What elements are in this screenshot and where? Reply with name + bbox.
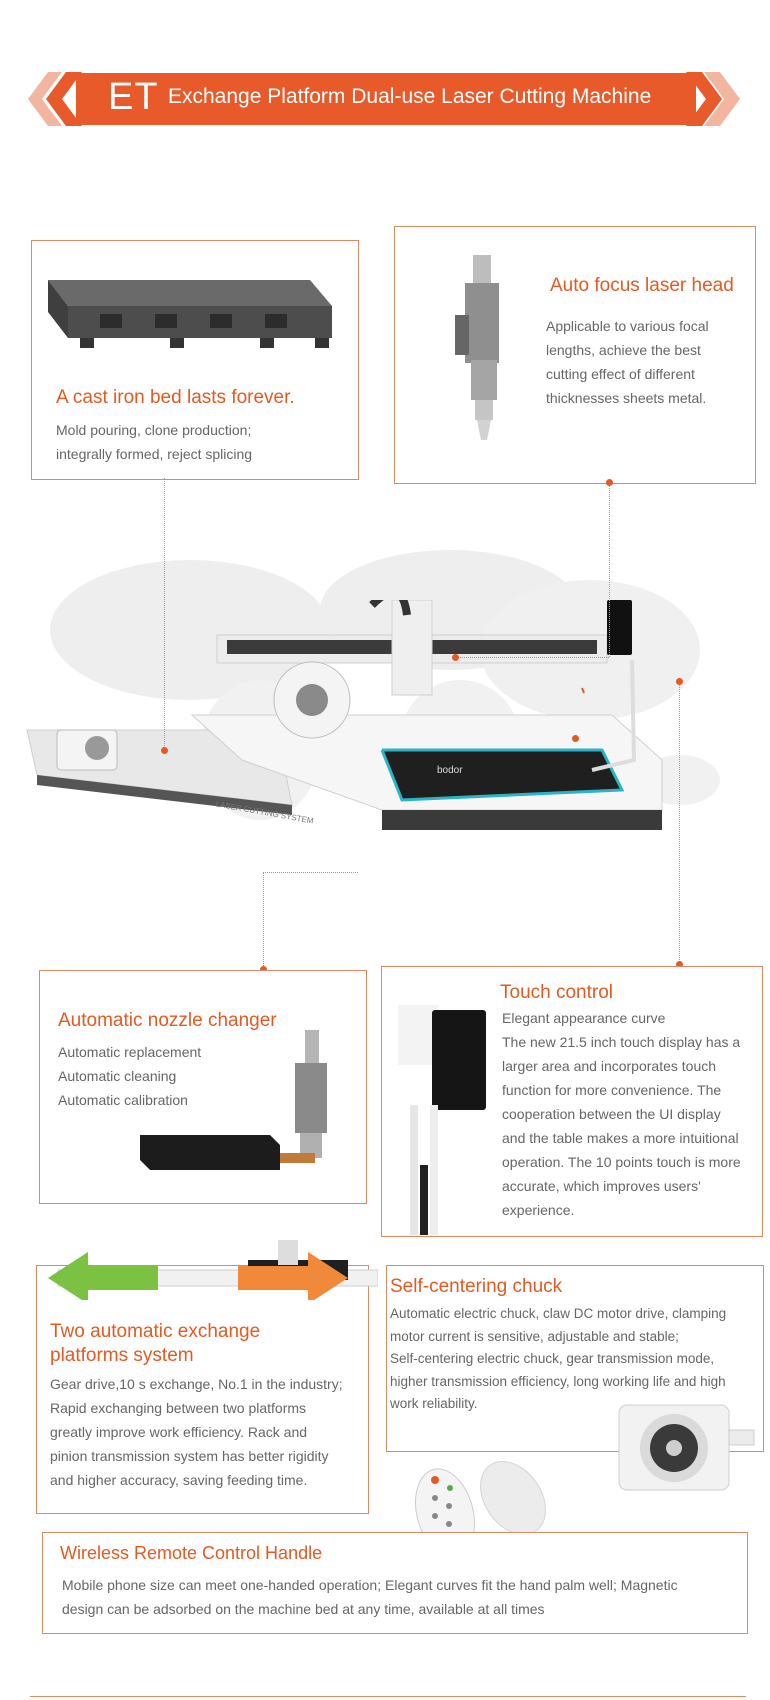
feature-touch-line: and the table makes a more intuitional [502,1130,739,1146]
banner-code: ET [108,76,159,118]
connector-dot [260,966,267,973]
machine-brand-label: bodor [437,765,463,776]
feature-touch-line: cooperation between the UI display [502,1106,721,1122]
feature-chuck-line: motor current is sensitive, adjustable a… [390,1328,679,1344]
touch-display-image [398,1005,486,1235]
connector-line [679,684,680,964]
feature-touch-line: function for more convenience. The [502,1082,722,1098]
banner-bar [76,73,696,125]
feature-exchange-box [36,1265,369,1514]
feature-touch-line: larger area and incorporates touch [502,1058,717,1074]
exchange-platform-image [48,1240,378,1300]
connector-line [609,484,610,657]
connector-dot [452,654,459,661]
feature-chuck-line: work reliability. [390,1396,478,1411]
connector-dot [676,961,683,968]
laser-head-image [455,255,499,440]
feature-laser-head-box [394,226,756,484]
connector-line [263,872,358,873]
feature-touch-line: experience. [502,1202,575,1218]
feature-remote-box [42,1532,748,1634]
feature-touch-title: Touch control [500,982,614,1003]
feature-touch-line: Elegant appearance curve [502,1010,666,1026]
feature-nozzle-title: Automatic nozzle changer [58,1010,277,1031]
feature-laser-head-title: Auto focus laser head [550,275,734,296]
feature-remote-line: Mobile phone size can meet one-handed op… [62,1577,678,1593]
laser-cutting-machine-image [26,600,663,830]
connector-line [456,657,609,658]
feature-exchange-line: pinion transmission system has better ri… [50,1448,329,1464]
feature-bed-line: integrally formed, reject splicing [56,446,253,462]
bottom-divider [30,1696,746,1697]
feature-laser-head-line: thicknesses sheets metal. [546,390,707,406]
feature-remote-line: design can be adsorbed on the machine be… [62,1601,545,1617]
self-centering-chuck-image [618,1404,755,1491]
feature-laser-head-line: Applicable to various focal [546,318,709,334]
feature-exchange-title-line: Two automatic exchange [50,1321,261,1342]
nozzle-changer-image [140,1030,327,1170]
feature-bed-title: A cast iron bed lasts forever. [56,387,295,408]
connector-dot [606,479,613,486]
feature-nozzle-text: Automatic replacement Automatic cleaning… [58,1040,201,1112]
connector-line [263,872,264,968]
feature-exchange-title: Two automatic exchange platforms system [50,1320,260,1368]
connector-line [164,478,165,750]
feature-touch-line: accurate, which improves users' [502,1178,701,1194]
feature-chuck-text: Automatic electric chuck, claw DC motor … [390,1303,726,1416]
feature-exchange-line: Gear drive,10 s exchange, No.1 in the in… [50,1376,343,1392]
connector-dot [676,678,683,685]
feature-laser-head-line: cutting effect of different [546,366,695,382]
feature-bed-line: Mold pouring, clone production; [56,422,252,438]
feature-chuck-line: Automatic electric chuck, claw DC motor … [390,1306,727,1321]
feature-exchange-title-line: platforms system [50,1345,194,1366]
feature-touch-line: operation. The 10 points touch is more [502,1154,741,1170]
feature-remote-title: Wireless Remote Control Handle [60,1543,323,1563]
feature-laser-head-line: lengths, achieve the best [546,342,701,358]
feature-nozzle-line: Automatic calibration [58,1092,188,1108]
feature-nozzle-line: Automatic replacement [58,1044,202,1060]
feature-bed-text: Mold pouring, clone production; integral… [56,418,252,466]
feature-exchange-text: Gear drive,10 s exchange, No.1 in the in… [50,1372,343,1492]
feature-laser-head-text: Applicable to various focal lengths, ach… [546,314,709,410]
feature-remote-text: Mobile phone size can meet one-handed op… [62,1573,678,1621]
cast-iron-bed-image [48,280,332,348]
banner-chevrons [28,72,740,126]
feature-chuck-title: Self-centering chuck [390,1276,563,1297]
connector-dot [572,735,579,742]
connector-dot [161,747,168,754]
feature-chuck-line: Self-centering electric chuck, gear tran… [390,1351,715,1366]
feature-touch-line: The new 21.5 inch touch display has a [502,1034,741,1050]
feature-exchange-line: and higher accuracy, saving feeding time… [50,1472,308,1488]
feature-nozzle-line: Automatic cleaning [58,1068,177,1084]
banner-title: Exchange Platform Dual-use Laser Cutting… [168,85,652,108]
feature-touch-text: Elegant appearance curve The new 21.5 in… [502,1006,741,1222]
feature-exchange-line: greatly improve work efficiency. Rack an… [50,1424,308,1440]
feature-chuck-line: higher transmission efficiency, long wor… [390,1373,726,1389]
feature-exchange-line: Rapid exchanging between two platforms [50,1400,307,1416]
